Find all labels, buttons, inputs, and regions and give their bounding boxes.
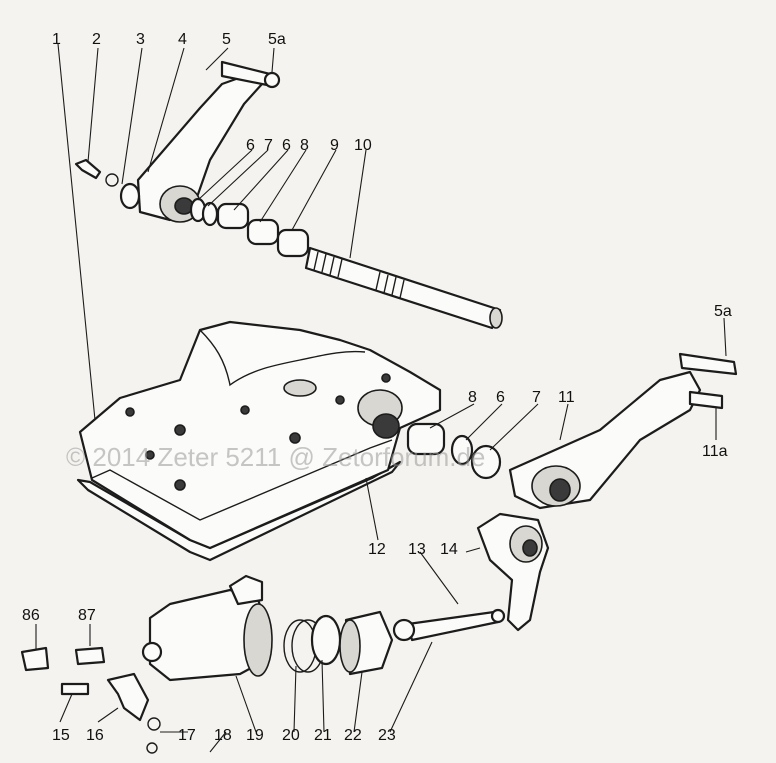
rod-ball-end-right — [490, 608, 506, 624]
bolt-15 — [60, 682, 90, 696]
bushing-9 — [276, 228, 310, 258]
label-86: 86 — [22, 607, 40, 624]
housing-hole-2 — [174, 424, 186, 436]
label-5: 5 — [222, 31, 231, 48]
right-arm-stud-11a — [688, 390, 724, 410]
label-87: 87 — [78, 607, 96, 624]
leader-lines — [35, 43, 727, 753]
housing-hump — [199, 329, 366, 387]
housing-hole-7 — [335, 395, 345, 405]
label-2: 2 — [92, 31, 101, 48]
ring-6-right — [450, 434, 474, 466]
label-23: 23 — [378, 727, 396, 744]
ring-7a — [201, 201, 219, 227]
upper-arm-stud-nut — [263, 71, 281, 89]
label-12: 12 — [368, 541, 386, 558]
bolt-2 — [74, 158, 102, 180]
housing-hole-5 — [174, 479, 186, 491]
pipe-16 — [106, 672, 150, 722]
label-11: 11 — [558, 389, 575, 406]
upper-lift-arm — [136, 72, 264, 222]
washer-3 — [119, 182, 141, 210]
housing-hole-3 — [145, 450, 155, 460]
cylinder-bore — [243, 603, 273, 677]
shaft-splines-mid — [375, 271, 405, 299]
label-6-b: 6 — [282, 137, 291, 154]
bushing-8-right — [406, 422, 446, 456]
right-arm-stud-5a — [678, 352, 738, 376]
label-13: 13 — [408, 541, 426, 558]
right-arm-bore — [549, 478, 571, 502]
label-5a-top: 5a — [268, 31, 286, 48]
housing-hole-8 — [381, 373, 391, 383]
label-7-b: 7 — [532, 389, 541, 406]
label-16: 16 — [86, 727, 104, 744]
bushing-8a — [216, 202, 250, 230]
fitting-87 — [74, 646, 106, 666]
rod-ball-end — [392, 618, 416, 642]
circlip-2b — [105, 173, 119, 187]
label-7-a: 7 — [264, 137, 273, 154]
housing-edge — [91, 439, 393, 521]
housing-port — [283, 379, 317, 397]
label-8-a: 8 — [300, 137, 309, 154]
housing-cover — [78, 320, 442, 550]
label-8-b: 8 — [468, 389, 477, 406]
label-1: 1 — [52, 31, 61, 48]
label-11a: 11a — [702, 443, 728, 460]
cylinder-plug — [141, 641, 163, 663]
label-18: 18 — [214, 727, 232, 744]
washer-18 — [146, 742, 158, 754]
label-17: 17 — [178, 727, 196, 744]
piston-face — [339, 619, 361, 673]
label-6-a: 6 — [246, 137, 255, 154]
label-5a-right: 5a — [714, 303, 732, 320]
rocker-bore — [522, 539, 538, 557]
bushing-8b — [246, 218, 280, 246]
housing-bore — [372, 413, 400, 439]
label-21: 21 — [314, 727, 332, 744]
splined-shaft — [304, 246, 502, 330]
watermark-text: © 2014 Zeter 5211 @ Zetorforum.de — [66, 442, 485, 472]
label-20: 20 — [282, 727, 300, 744]
label-6-c: 6 — [496, 389, 505, 406]
label-3: 3 — [136, 31, 145, 48]
label-15: 15 — [52, 727, 70, 744]
label-19: 19 — [246, 727, 264, 744]
housing-hole-4 — [240, 405, 250, 415]
cylinder-mount — [228, 574, 264, 606]
shaft-splines-left — [313, 251, 343, 278]
connecting-rod — [406, 610, 500, 642]
housing-hole-6 — [289, 432, 301, 444]
label-22: 22 — [344, 727, 362, 744]
piston-ring-21 — [310, 614, 342, 666]
label-9: 9 — [330, 137, 339, 154]
shaft-end — [489, 307, 503, 329]
piston-ring-20 — [283, 619, 317, 673]
ring-7-right — [470, 444, 502, 480]
washer-17 — [147, 717, 161, 731]
label-14: 14 — [440, 541, 458, 558]
label-10: 10 — [354, 137, 372, 154]
fitting-86 — [20, 646, 50, 672]
housing-hole-1 — [125, 407, 135, 417]
label-4: 4 — [178, 31, 187, 48]
